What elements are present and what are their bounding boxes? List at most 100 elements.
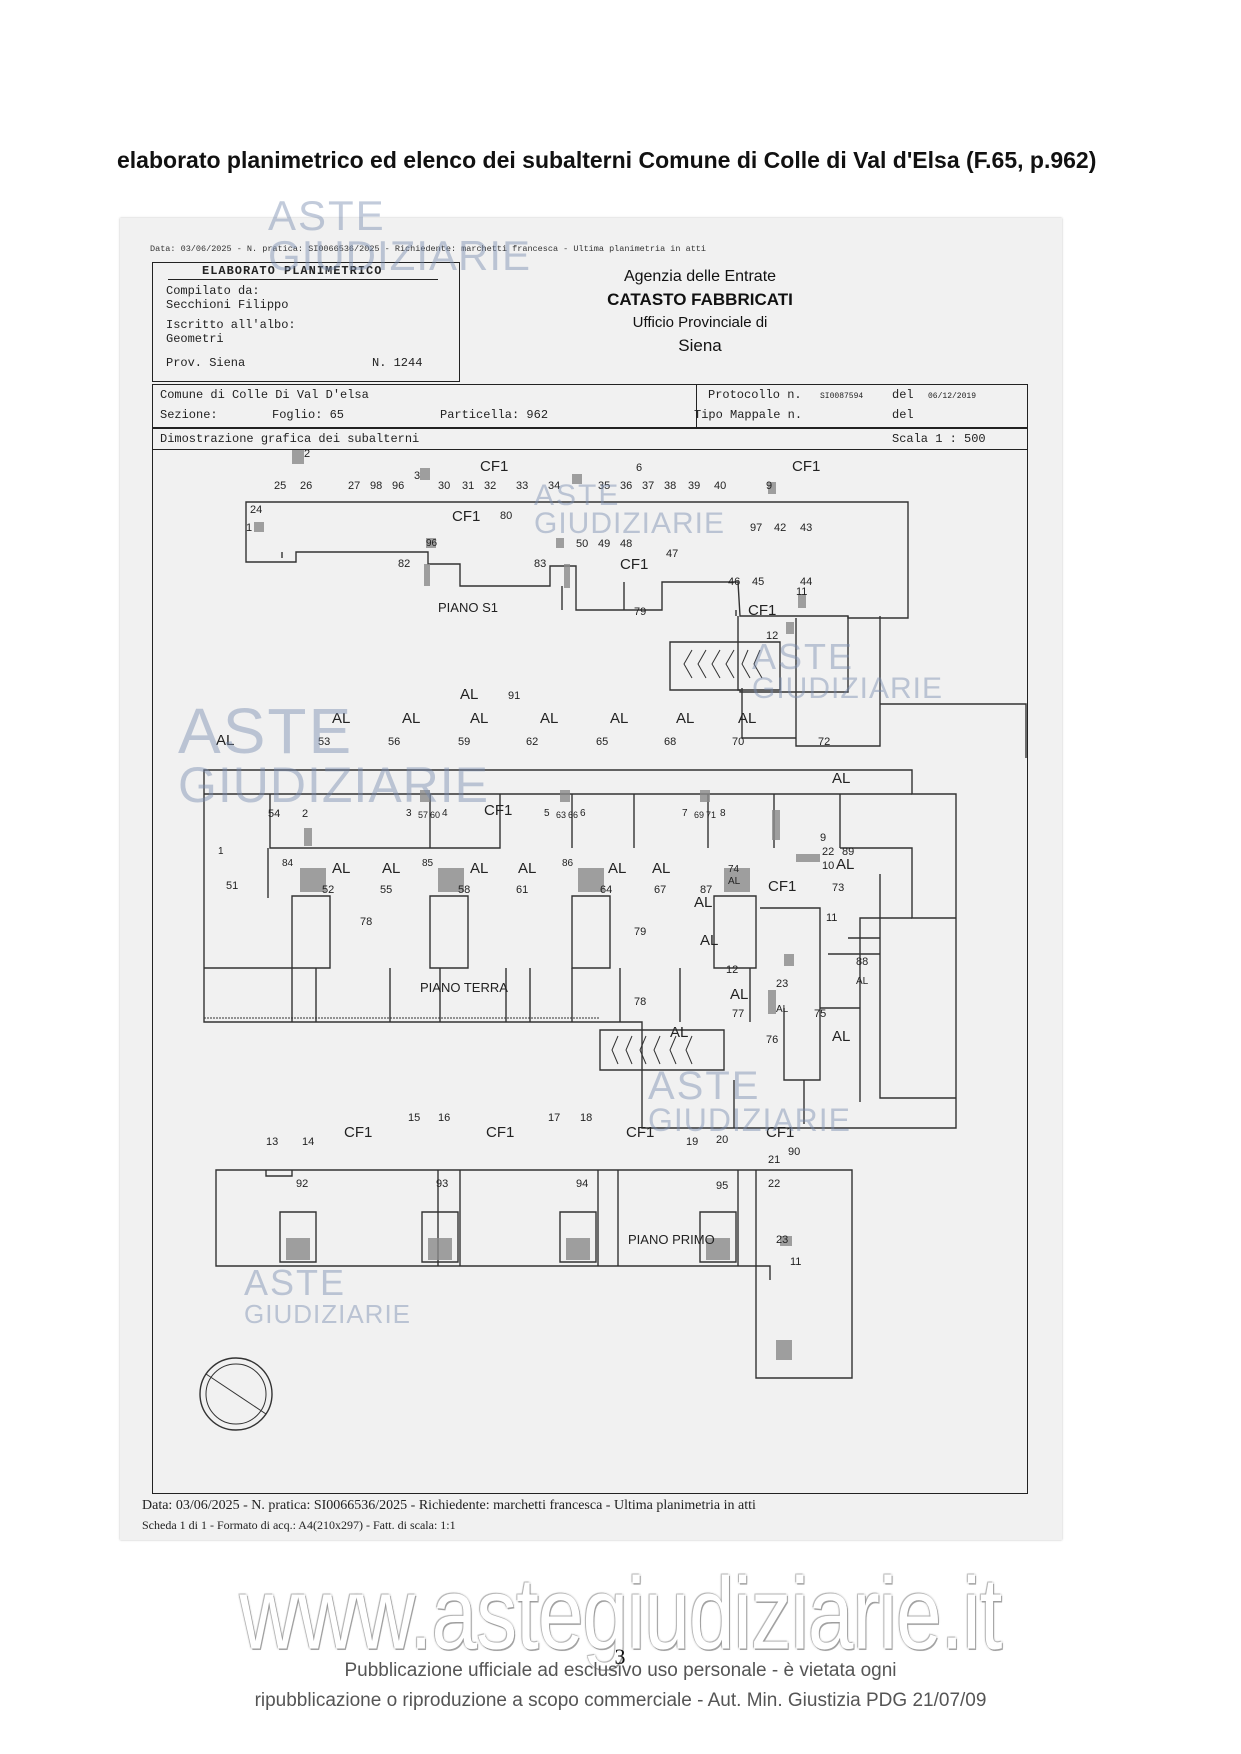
plan-label-n44: 44	[800, 576, 813, 588]
plan-label-n30: 30	[438, 480, 451, 492]
registered-value: Geometri	[166, 332, 224, 346]
cadastral-scan: Data: 03/06/2025 - N. pratica: SI0066536…	[120, 195, 1062, 1540]
plan-label-t58: 58	[458, 884, 471, 896]
plan-label-t11: 11	[826, 912, 838, 924]
plan-label-p15: 15	[408, 1112, 421, 1124]
scala-label: Scala 1 : 500	[892, 432, 986, 446]
plan-label-s1-cf1-b: CF1	[792, 458, 821, 475]
plan-label-t10: 10	[822, 860, 835, 872]
info-del1-label: del	[892, 388, 914, 402]
info-box-divider	[696, 384, 698, 428]
plan-label-t-al4: AL	[470, 710, 489, 727]
plan-label-t-al15: AL	[694, 894, 713, 911]
agency-line4: Siena	[678, 336, 722, 355]
plan-label-t51: 51	[226, 880, 239, 892]
plan-label-s1-cf1-a: CF1	[480, 458, 509, 475]
dimostrazione-strip	[152, 428, 1028, 450]
plan-label-t-al14: AL	[652, 860, 671, 877]
registered-label: Iscritto all'albo:	[166, 318, 296, 332]
plan-label-t56: 56	[388, 736, 401, 748]
plan-label-n35: 35	[598, 480, 611, 492]
plan-label-n31: 31	[462, 480, 475, 492]
plan-label-p92: 92	[296, 1178, 309, 1190]
plan-label-t-al1: AL	[216, 732, 235, 749]
plan-label-n37: 37	[642, 480, 655, 492]
plan-label-t6: 6	[580, 808, 586, 819]
plan-label-t73: 73	[832, 882, 845, 894]
plan-label-t2: 2	[302, 808, 309, 820]
plan-label-p23: 23	[776, 1234, 789, 1246]
plan-label-n3: 3	[414, 470, 421, 482]
compiled-label: Compilato da:	[166, 284, 260, 298]
plan-label-t-cf1b: CF1	[768, 878, 797, 895]
plan-label-t66: 66	[568, 810, 579, 820]
plan-label-p11: 11	[790, 1256, 802, 1268]
plan-label-p90: 90	[788, 1146, 801, 1158]
plan-label-t88: 88	[856, 956, 869, 968]
plan-label-t78a: 78	[360, 916, 373, 928]
agency-line2: CATASTO FABBRICATI	[607, 290, 793, 309]
plan-label-p21: 21	[768, 1154, 781, 1166]
plan-label-t-al11: AL	[470, 860, 489, 877]
plan-label-p19: 19	[686, 1136, 699, 1148]
plan-label-t-al-s: AL	[776, 1004, 789, 1015]
plan-label-n79: 79	[634, 606, 647, 618]
plan-label-n26: 26	[300, 480, 313, 492]
title-box-title: ELABORATO PLANIMETRICO	[202, 264, 383, 278]
plan-label-p93: 93	[436, 1178, 449, 1190]
plan-label-p17: 17	[548, 1112, 561, 1124]
plan-label-n33: 33	[516, 480, 529, 492]
ramp-arrows-terra	[611, 1035, 693, 1065]
plan-label-t-al6: AL	[610, 710, 629, 727]
plan-label-t60: 60	[430, 810, 441, 820]
plan-label-s1-cf1-e: CF1	[748, 602, 777, 619]
plan-label-t-al-top: AL	[460, 686, 479, 703]
plan-label-n34: 34	[548, 480, 561, 492]
watermark-site: www.astegiudiziarie.it	[239, 1557, 1003, 1671]
plan-label-n11: 11	[796, 586, 808, 598]
title-box	[152, 262, 460, 382]
plan-label-t9: 9	[820, 832, 827, 844]
plan-label-t76: 76	[766, 1034, 779, 1046]
plan-label-t53: 53	[318, 736, 331, 748]
plan-label-t86: 86	[562, 858, 574, 869]
plan-label-t85: 85	[422, 858, 434, 869]
plan-label-t-al5: AL	[540, 710, 559, 727]
piano-terra-right-block	[733, 874, 956, 1128]
piano-terra-ramp	[599, 1029, 725, 1071]
piano-terra-cores	[291, 895, 757, 969]
plan-label-p-cf1d: CF1	[766, 1124, 795, 1141]
plan-label-t12: 12	[726, 964, 739, 976]
plan-label-t-al10: AL	[382, 860, 401, 877]
publication-notice-line2: ripubblicazione o riproduzione a scopo c…	[254, 1690, 987, 1711]
title-box-heading-frame	[168, 262, 438, 280]
plan-label-t-cf1: CF1	[484, 802, 513, 819]
plan-label-t-al-74: AL	[728, 876, 741, 887]
plan-label-n24: 24	[250, 504, 263, 516]
piano-s1-lower-wing	[737, 616, 1027, 758]
plan-label-t-al13: AL	[608, 860, 627, 877]
plan-label-t77: 77	[732, 1008, 745, 1020]
plan-label-t54: 54	[268, 808, 281, 820]
plan-label-t-al-10: AL	[836, 856, 855, 873]
scan-footer-line2: Scheda 1 di 1 - Formato di acq.: A4(210x…	[142, 1518, 456, 1532]
agency-line1: Agenzia delle Entrate	[623, 268, 777, 285]
north-arrow	[199, 1357, 273, 1431]
plan-label-n39: 39	[688, 480, 701, 492]
plan-label-t74: 74	[728, 864, 740, 875]
plan-label-t55: 55	[380, 884, 393, 896]
plan-label-t7: 7	[682, 808, 688, 819]
plan-label-n45: 45	[752, 576, 765, 588]
ramp-arrows-s1	[683, 649, 763, 679]
document-heading: elaborato planimetrico ed elenco dei sub…	[117, 147, 1097, 173]
plan-label-n50: 50	[576, 538, 589, 550]
plan-label-n82: 82	[398, 558, 411, 570]
floor-label-terra: PIANO TERRA	[420, 980, 508, 995]
plan-label-n46: 46	[728, 576, 741, 588]
piano-terra-row-bottom	[204, 967, 751, 1022]
info-sezione: Sezione:	[160, 408, 218, 422]
plan-label-n83: 83	[534, 558, 547, 570]
plan-label-t3: 3	[406, 808, 412, 819]
plan-label-p95: 95	[716, 1180, 729, 1192]
plan-label-t64: 64	[600, 884, 613, 896]
